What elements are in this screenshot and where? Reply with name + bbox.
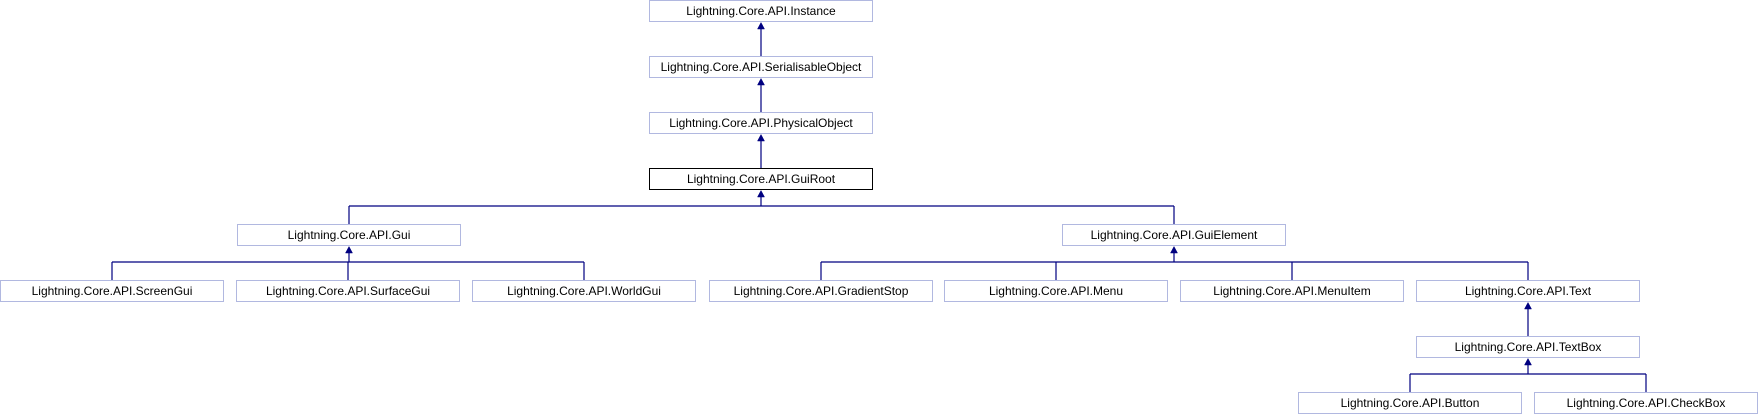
node-menu-item[interactable]: Lightning.Core.API.MenuItem bbox=[1180, 280, 1404, 302]
edge-arrowhead-physical-object bbox=[757, 133, 765, 142]
node-check-box[interactable]: Lightning.Core.API.CheckBox bbox=[1534, 392, 1758, 414]
node-button[interactable]: Lightning.Core.API.Button bbox=[1298, 392, 1522, 414]
node-physical-object[interactable]: Lightning.Core.API.PhysicalObject bbox=[649, 112, 873, 134]
node-gui-root: Lightning.Core.API.GuiRoot bbox=[649, 168, 873, 190]
edge-arrowhead-serialisable-object bbox=[757, 77, 765, 86]
edge-arrowhead-text-box bbox=[1524, 357, 1532, 366]
node-menu[interactable]: Lightning.Core.API.Menu bbox=[944, 280, 1168, 302]
edge-arrowhead-instance bbox=[757, 21, 765, 30]
node-text-box[interactable]: Lightning.Core.API.TextBox bbox=[1416, 336, 1640, 358]
node-gradient-stop[interactable]: Lightning.Core.API.GradientStop bbox=[709, 280, 933, 302]
node-gui-element[interactable]: Lightning.Core.API.GuiElement bbox=[1062, 224, 1286, 246]
node-instance[interactable]: Lightning.Core.API.Instance bbox=[649, 0, 873, 22]
node-screen-gui[interactable]: Lightning.Core.API.ScreenGui bbox=[0, 280, 224, 302]
edge-arrowhead-text bbox=[1524, 301, 1532, 310]
edge-arrowhead-gui bbox=[345, 245, 353, 254]
node-surface-gui[interactable]: Lightning.Core.API.SurfaceGui bbox=[236, 280, 460, 302]
node-world-gui[interactable]: Lightning.Core.API.WorldGui bbox=[472, 280, 696, 302]
node-gui[interactable]: Lightning.Core.API.Gui bbox=[237, 224, 461, 246]
edge-arrowhead-gui-root bbox=[757, 189, 765, 198]
node-text[interactable]: Lightning.Core.API.Text bbox=[1416, 280, 1640, 302]
node-serialisable-object[interactable]: Lightning.Core.API.SerialisableObject bbox=[649, 56, 873, 78]
edge-arrowhead-gui-element bbox=[1170, 245, 1178, 254]
